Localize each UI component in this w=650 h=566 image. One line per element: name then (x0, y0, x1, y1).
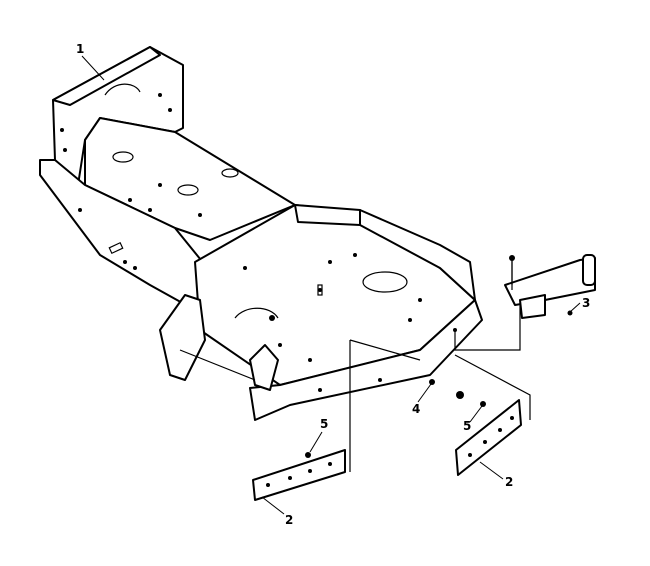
deck-front-skirt (249, 299, 483, 421)
main-frame (39, 46, 296, 311)
callout-5-left: 5 (320, 417, 328, 431)
bolt-5a (305, 452, 311, 458)
arm-bracket-body (504, 257, 596, 306)
skid-plate-left (252, 449, 346, 501)
callouts: 1 2 2 3 4 5 5 (76, 42, 590, 527)
callout-4: 4 (412, 402, 420, 416)
arm-bracket-pivot (582, 254, 596, 286)
frame-cutout (104, 83, 141, 96)
arm-bracket-plate (519, 294, 546, 319)
bolt-5b (480, 401, 486, 407)
skid-plate-right (455, 399, 522, 476)
deck-housing (159, 204, 483, 421)
assembly-lines (349, 260, 531, 472)
frame-upright-top (52, 46, 161, 106)
frame-hole (177, 184, 199, 196)
bolt-4 (429, 379, 435, 385)
callout-5-right: 5 (463, 419, 471, 433)
frame-hole (221, 168, 239, 178)
callout-2-right: 2 (505, 475, 513, 489)
callout-3: 3 (582, 296, 590, 310)
right-arm-bracket (504, 254, 596, 319)
callout-2-left: 2 (285, 513, 293, 527)
skid-plate-left-body (252, 449, 346, 501)
frame-hole (112, 151, 134, 163)
deck-left-bracket (159, 294, 206, 381)
deck-front-bracket (249, 344, 279, 391)
callout-1: 1 (76, 42, 84, 56)
washer (456, 391, 464, 399)
deck-rear-wall (294, 204, 361, 226)
deck-spindle-hole (362, 271, 408, 293)
deck-cutout (234, 307, 279, 319)
skid-plate-right-body (455, 399, 522, 476)
